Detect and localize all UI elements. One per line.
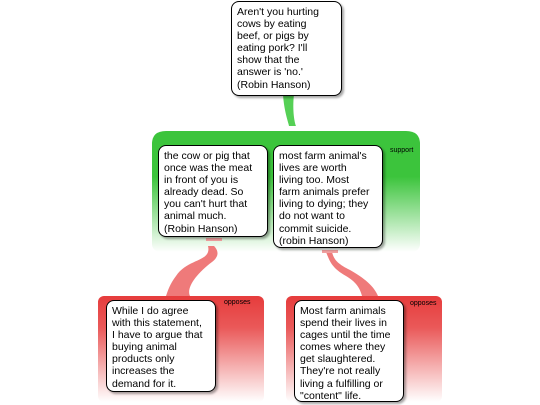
oppose-label-1: opposes [224,299,251,306]
reason-node-dead-animal[interactable]: the cow or pig that once was the meat in… [158,145,268,237]
connector-tab-2 [322,250,338,253]
objection-node-demand[interactable]: While I do agree with this statement, I … [106,300,216,392]
support-connector [283,94,296,126]
oppose-label-2: opposes [410,300,437,307]
support-group-top [152,131,420,148]
support-label: support [390,147,414,154]
connector-tab-1 [206,238,222,241]
claim-node[interactable]: Aren't you hurting cows by eating beef, … [231,1,342,96]
reason-node-worth-living[interactable]: most farm animal's lives are worth livin… [273,145,383,248]
oppose-connector-1 [166,246,218,296]
oppose-connector-2 [326,252,378,296]
objection-node-cages[interactable]: Most farm animals spend their lives in c… [294,300,404,402]
